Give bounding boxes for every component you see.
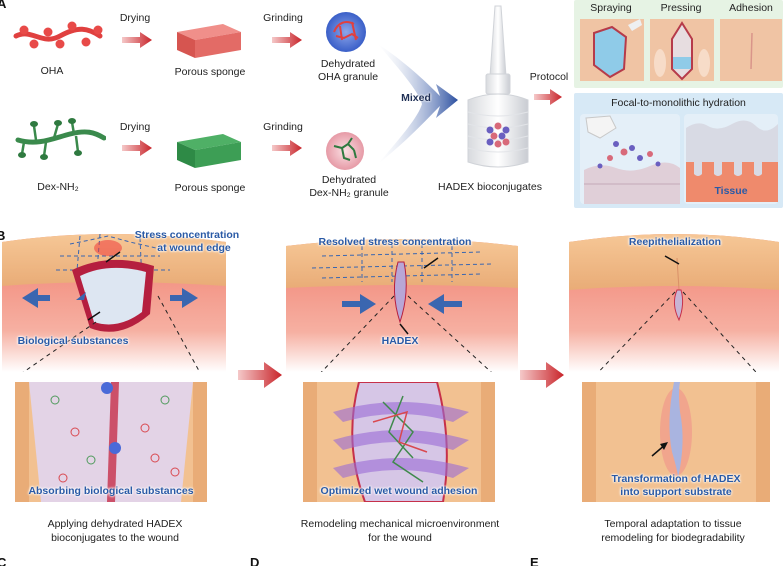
- dehydrated-dex-nh2-granule-label: Dehydrated Dex-NH₂ granule: [304, 174, 394, 200]
- red-arrow-protocol: [534, 89, 562, 105]
- stage3-inset-art: [582, 382, 770, 502]
- drying-label-2: Drying: [119, 121, 151, 133]
- transformation-label: Transformation of HADEX into support sub…: [582, 473, 770, 499]
- stage1-skin-block: [2, 233, 226, 372]
- stage3-skin-block: [569, 234, 779, 372]
- red-arrow-grinding-1: [272, 32, 302, 48]
- dehydrated-dex-nh2-granule: [326, 132, 364, 170]
- red-arrow-grinding-2: [272, 140, 302, 156]
- stage3-caption: Temporal adaptation to tissue remodeling…: [568, 517, 778, 545]
- stage1-inset: Absorbing biological substances: [15, 382, 207, 502]
- absorbing-biological-substances-label: Absorbing biological substances: [28, 485, 194, 497]
- dex-nh2-polymer-illustration: [15, 118, 106, 160]
- stage2-skin-block: [286, 239, 518, 372]
- mixed-label: Mixed: [401, 92, 431, 104]
- oha-label: OHA: [40, 65, 64, 77]
- red-arrow-drying-1: [122, 32, 152, 48]
- hadex-center-label: HADEX: [381, 335, 419, 347]
- stage1-inset-art: [15, 382, 207, 502]
- protocol-label: Protocol: [529, 71, 569, 83]
- tissue-hydration-illustration: [684, 114, 778, 204]
- stage3-caption-line2: remodeling for biodegradability: [601, 532, 745, 544]
- step-pressing-label: Pressing: [660, 2, 702, 14]
- adhesion-illustration: [720, 19, 782, 81]
- stage2-inset-art: [303, 382, 495, 502]
- dehydrated-oha-granule: [326, 12, 366, 52]
- granule-label-line2: Dex-NH₂ granule: [309, 187, 389, 199]
- stage3-caption-line1: Temporal adaptation to tissue: [604, 518, 742, 530]
- red-arrow-stage2-to-stage3: [520, 362, 564, 388]
- spraying-illustration: [580, 19, 644, 81]
- panel-letter-c: C: [0, 555, 7, 566]
- stage2-inset: Optimized wet wound adhesion: [303, 382, 495, 502]
- stage1-caption-line1: Applying dehydrated HADEX: [47, 518, 183, 530]
- panel-letter-d: D: [250, 555, 260, 566]
- dehydrated-oha-granule-label: Dehydrated OHA granule: [310, 58, 386, 84]
- stage1-caption: Applying dehydrated HADEX bioconjugates …: [10, 517, 220, 545]
- panel-letter-b: B: [0, 228, 6, 243]
- granule-label-line1: Dehydrated: [321, 174, 377, 186]
- biological-substances-label: Biological substances: [17, 335, 129, 347]
- stage3-inset: Transformation of HADEX into support sub…: [582, 382, 770, 502]
- grinding-label-1: Grinding: [263, 12, 303, 24]
- oha-porous-sponge: [177, 24, 241, 58]
- tissue-label: Tissue: [714, 185, 748, 197]
- dex-porous-sponge: [177, 134, 241, 168]
- porous-sponge-label-2: Porous sponge: [174, 182, 246, 194]
- dex-nh2-label: Dex-NH₂: [37, 181, 79, 193]
- red-arrow-drying-2: [122, 140, 152, 156]
- porous-sponge-label-1: Porous sponge: [174, 66, 246, 78]
- stress-label-line1: Stress concentration: [134, 229, 240, 241]
- resolved-stress-concentration-label: Resolved stress concentration: [318, 236, 472, 248]
- reepithelialization-label: Reepithelialization: [628, 236, 722, 248]
- panel-letter-e: E: [530, 555, 539, 566]
- hydration-title: Focal-to-monolithic hydration: [611, 97, 746, 109]
- mixed-blue-arrow: [378, 44, 458, 164]
- stage2-caption-line1: Remodeling mechanical microenvironment: [300, 518, 500, 530]
- hadex-bioconjugates-label: HADEX bioconjugates: [438, 181, 542, 193]
- oha-polymer-illustration: [13, 21, 103, 49]
- protocol-steps-panel: Spraying Pressing Adhesion: [574, 0, 783, 88]
- transformation-label-line1: Transformation of HADEX: [611, 473, 741, 485]
- granule-label-line2: OHA granule: [317, 71, 379, 83]
- stress-label-line2: at wound edge: [157, 242, 231, 254]
- stress-concentration-label: Stress concentration at wound edge: [132, 229, 242, 255]
- transformation-label-line2: into support substrate: [620, 486, 732, 498]
- stage1-caption-line2: bioconjugates to the wound: [51, 532, 179, 544]
- hadex-bottle-illustration: [467, 5, 529, 168]
- step-adhesion-label: Adhesion: [729, 2, 773, 14]
- stage2-caption-line2: for the wound: [368, 532, 432, 544]
- pressing-illustration: [650, 19, 714, 81]
- granule-label-line1: Dehydrated: [320, 58, 376, 70]
- step-spraying-label: Spraying: [590, 2, 632, 14]
- panel-letter-a: A: [0, 0, 7, 11]
- stage2-caption: Remodeling mechanical microenvironment f…: [280, 517, 520, 545]
- grinding-label-2: Grinding: [263, 121, 303, 133]
- hydration-panel: Focal-to-monolithic hydration Tissue: [574, 93, 783, 208]
- optimized-wet-wound-adhesion-label: Optimized wet wound adhesion: [320, 485, 478, 497]
- spray-hydration-illustration: [580, 114, 680, 204]
- red-arrow-stage1-to-stage2: [238, 362, 282, 388]
- drying-label-1: Drying: [119, 12, 151, 24]
